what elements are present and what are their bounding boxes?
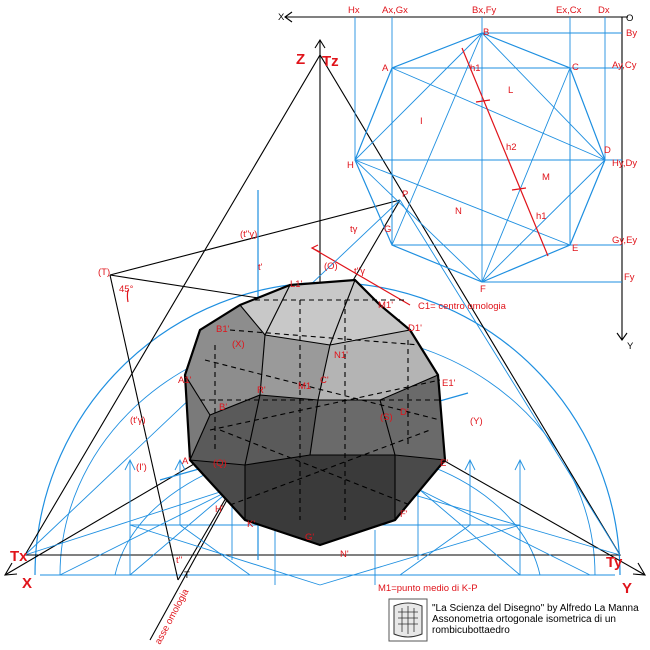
axis-ty-label: Ty	[606, 554, 623, 571]
plan-right-label-4: Fy	[624, 272, 635, 283]
solid-label-e1: E1'	[442, 378, 456, 389]
label-i: (I')	[136, 462, 147, 473]
label-s: (S)	[380, 412, 393, 423]
plan-h1-bottom: h1	[536, 211, 547, 222]
plan-m: M	[542, 172, 550, 183]
plan-i: I	[420, 116, 423, 127]
label-t2-gamma-paren: (t''γ)	[240, 229, 257, 240]
x-arrow	[3, 562, 18, 576]
axis-y-label: Y	[622, 580, 632, 597]
midpoint-note: M1=punto medio di K-P	[378, 583, 478, 594]
axis-tz-label: Tz	[322, 53, 339, 70]
caption-line-3: rombicubottaedro	[432, 625, 510, 636]
solid-label-n: N'	[340, 549, 349, 560]
label-y: (Y)	[470, 416, 483, 427]
plan-h1-top: h1	[470, 63, 481, 74]
solid-label-m1p: M1'	[378, 300, 393, 311]
centre-line	[311, 247, 411, 306]
label-t1-prime: t''	[176, 555, 182, 566]
label-t2-gamma: t''γ	[354, 266, 365, 277]
plan-y-arrow	[616, 332, 628, 341]
trace-triangle	[24, 53, 621, 556]
solid-label-d: D'	[400, 407, 409, 418]
label-t1-gamma: (t'γ)	[130, 415, 146, 426]
plan-x-arrow	[284, 11, 293, 23]
plan-x-small: X	[278, 12, 285, 23]
plan-o-label: O	[626, 13, 633, 24]
plan-vertex-b: B	[483, 27, 489, 38]
plan-vertex-h: H	[347, 160, 354, 171]
label-angle: 45°	[119, 284, 134, 295]
plan-diagonal	[461, 47, 549, 257]
plan-vertex-c: C	[572, 62, 579, 73]
fan-lines	[24, 199, 621, 586]
z-arrow	[314, 38, 326, 49]
solid	[183, 278, 447, 547]
solid-label-n1: N1'	[334, 350, 348, 361]
plan-vertex-e: E	[572, 243, 578, 254]
solid-label-a: A'	[182, 456, 190, 467]
solid-label-f: F'	[400, 509, 408, 520]
label-t-gamma: tγ	[350, 224, 358, 235]
plan-top-label-1: Ax,Gx	[382, 5, 408, 16]
label-centre: C1= centro omologia	[418, 301, 507, 312]
plan-l: L	[508, 85, 513, 96]
axis-tx-label: Tx	[10, 548, 28, 565]
label-o: (O)	[324, 261, 338, 272]
homology-line-1	[109, 199, 401, 276]
homology-line-2	[109, 274, 179, 581]
solid-label-g: G'	[305, 532, 314, 543]
centre-arrow	[310, 244, 321, 253]
label-t-small: T	[184, 570, 190, 581]
solid-label-b: B'	[219, 402, 227, 413]
plan-vertex-d: D	[604, 145, 611, 156]
plan-vertex-g: G	[384, 224, 391, 235]
plan-top-label-2: Bx,Fy	[472, 5, 497, 16]
plan-top-label-4: Dx	[598, 5, 610, 16]
plan-vertex-a: A	[382, 63, 389, 74]
caption: "La Scienza del Disegno" by Alfredo La M…	[432, 603, 647, 636]
tick-1	[475, 99, 491, 103]
solid-label-b1: B1'	[216, 324, 230, 335]
plan-right-label-2: Hy,Dy	[612, 158, 637, 169]
plan-n: N	[455, 206, 462, 217]
tick-2	[511, 187, 527, 191]
angle-mark	[126, 289, 129, 303]
plan-top-label-0: Hx	[348, 5, 360, 16]
label-q: (Q)	[213, 458, 227, 469]
plan-y-small: Y	[627, 341, 634, 352]
solid-label-k: K'	[247, 519, 255, 530]
solid-label-l1: L1'	[290, 279, 303, 290]
solid-label-h: H'	[215, 504, 224, 515]
plan-right-label-0: By	[626, 28, 637, 39]
axis-x-label: X	[22, 575, 32, 592]
logo-icon	[388, 598, 428, 642]
plan-vertex-f: F	[480, 284, 486, 295]
caption-line-1: "La Scienza del Disegno" by Alfredo La M…	[432, 603, 639, 614]
label-p: P	[402, 189, 408, 200]
solid-label-a1: A1'	[178, 375, 192, 386]
caption-line-2: Assonometria ortogonale isometrica di un	[432, 614, 616, 625]
plan-inner-lines	[354, 32, 606, 283]
plan-h2: h2	[506, 142, 517, 153]
solid-label-m1: M1	[298, 381, 311, 392]
solid-label-e: E'	[440, 458, 448, 469]
label-t-prime: t'	[258, 262, 263, 273]
label-homology-axis: asse omologia	[153, 587, 192, 647]
axis-z-label: Z	[296, 51, 305, 68]
solid-label-c: C'	[320, 375, 329, 386]
label-x: (X)	[232, 339, 245, 350]
solid-label-d1: D1'	[408, 323, 422, 334]
solid-label-r: R'	[257, 385, 266, 396]
plan-top-label-3: Ex,Cx	[556, 5, 582, 16]
label-t: (T)	[98, 267, 110, 278]
plan-right-label-3: Gy,Ey	[612, 235, 637, 246]
y-arrow	[632, 562, 647, 576]
plan-right-label-1: Ay,Cy	[612, 60, 637, 71]
